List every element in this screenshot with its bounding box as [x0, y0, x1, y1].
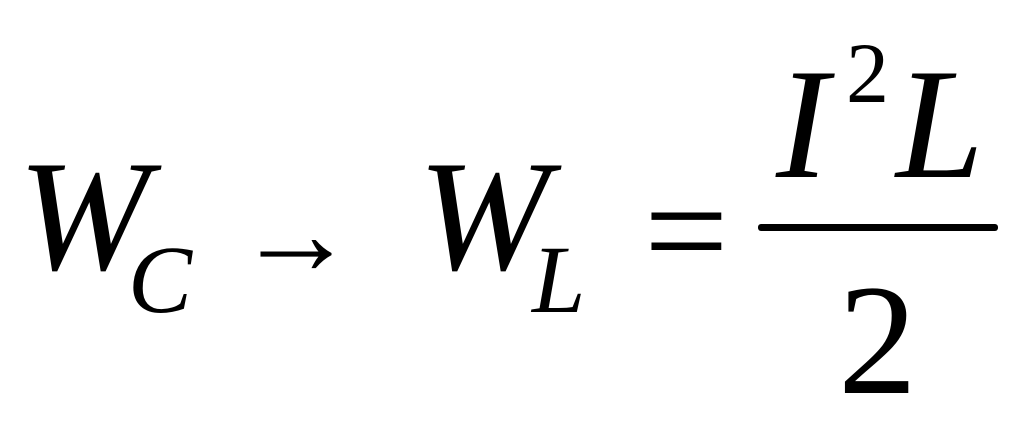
numerator-exponent: 2 — [846, 25, 889, 121]
right-arrow-icon: → — [236, 167, 356, 300]
energy-transfer-formula: W C → W L = I 2 L 2 — [18, 25, 998, 428]
numerator-inductance-l: L — [896, 37, 984, 212]
fraction-denominator: 2 — [838, 253, 917, 428]
energy-symbol-w-inductor: W — [418, 129, 550, 304]
fraction-bar — [758, 224, 998, 231]
subscript-l: L — [532, 226, 586, 333]
numerator-current-i: I — [776, 37, 829, 212]
energy-symbol-w-capacitor: W — [18, 129, 150, 304]
subscript-c: C — [128, 226, 193, 333]
equals-sign: = — [644, 148, 729, 314]
